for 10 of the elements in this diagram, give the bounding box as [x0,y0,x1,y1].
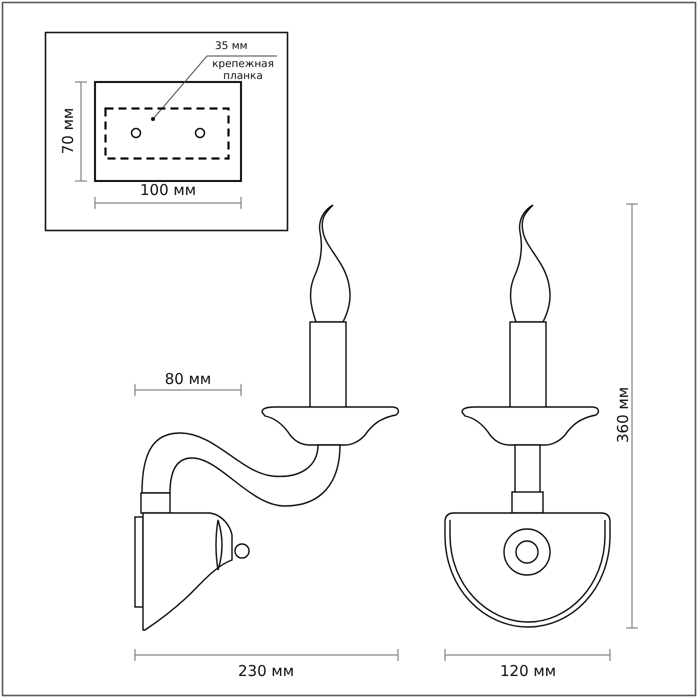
leader-line [151,56,278,121]
dimension-label: 230 мм [236,662,296,680]
part-label: крепежная планка [211,58,275,82]
dimension-label: 360 мм [614,386,632,446]
dimension-label: 80 мм [164,370,212,388]
dimension-label: 35 мм [215,40,248,52]
mounting-bracket [104,107,230,160]
dimension-label: 100 мм [138,181,198,199]
dimension-label: 70 мм [59,106,77,156]
dimension-label: 120 мм [498,662,558,680]
